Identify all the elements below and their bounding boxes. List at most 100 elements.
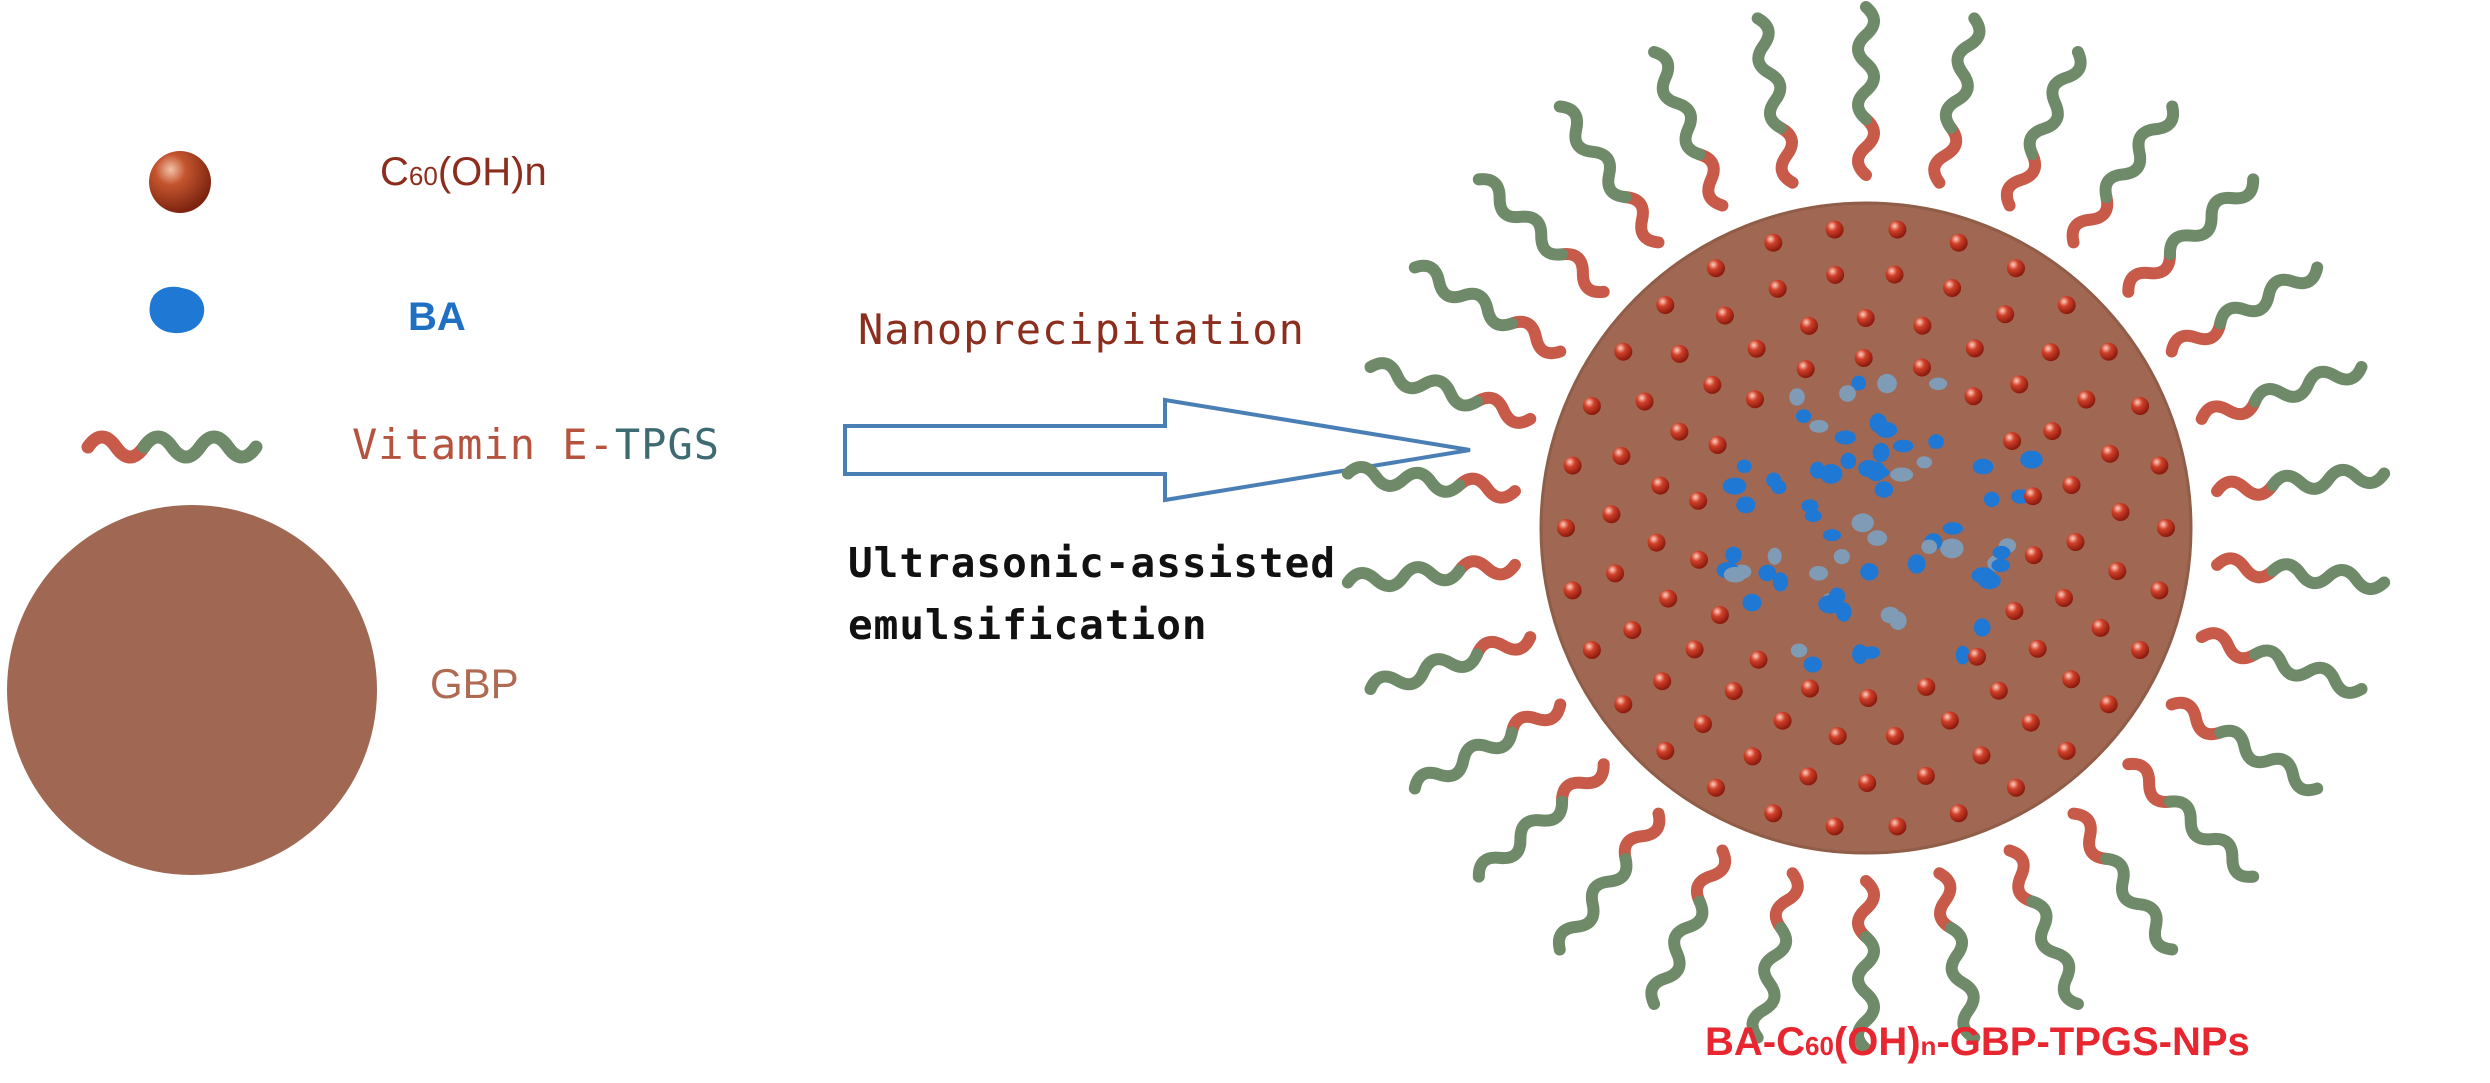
ba-blob — [1851, 513, 1874, 533]
c60-dot — [1582, 397, 1601, 415]
c60-dot — [2062, 476, 2081, 494]
c60-dot — [1764, 804, 1783, 823]
ba-blob — [1929, 377, 1948, 391]
tpgs-tail — [2122, 173, 2260, 298]
c60-dot — [2077, 390, 2096, 409]
c60-dot — [1690, 550, 1708, 569]
c60-dot — [2062, 670, 2081, 689]
ba-blob — [1991, 558, 2010, 573]
c60-dot — [1768, 279, 1787, 298]
c60-dot — [1708, 436, 1727, 454]
c60-dot — [1557, 519, 1575, 537]
c60-dot — [1989, 681, 2008, 700]
ba-blob-icon — [149, 286, 205, 334]
tpgs-tail — [2003, 844, 2084, 1010]
ba-blob — [1840, 452, 1857, 470]
c60-dot — [2041, 343, 2060, 362]
ba-blob — [1804, 509, 1822, 522]
c60-dot — [1916, 766, 1935, 785]
ba-blob — [1822, 529, 1842, 542]
c60-dot — [1796, 360, 1815, 379]
ba-blob — [1973, 618, 1991, 637]
legend-gbp-label: GBP — [430, 660, 519, 707]
c60-dot — [1685, 640, 1704, 659]
tpgs-tail — [1472, 758, 1610, 883]
c60-dot — [1801, 679, 1819, 698]
ba-blob — [1867, 530, 1888, 546]
c60-dot — [1606, 564, 1625, 583]
c60-dot — [1749, 650, 1768, 669]
c60-dot — [1715, 306, 1734, 325]
c60-dot — [1885, 265, 1904, 284]
c60-dot — [2099, 342, 2118, 361]
ba-blob — [1983, 491, 2000, 507]
tpgs-tail — [1746, 867, 1804, 1044]
tpgs-tail — [2165, 261, 2324, 358]
tpgs-tail — [1341, 555, 1521, 593]
c60-dot — [1710, 606, 1729, 624]
c60-dot — [2028, 639, 2047, 658]
c60-dot — [1612, 447, 1631, 465]
ba-blob — [1955, 645, 1970, 665]
tpgs-tail — [2067, 807, 2179, 956]
process-bottom-line1: Ultrasonic-assisted — [848, 539, 1336, 587]
tpgs-tail — [2000, 46, 2087, 212]
ba-blob — [1992, 545, 2011, 560]
ba-blob — [1892, 439, 1914, 453]
tpgs-tail — [2165, 696, 2324, 797]
c60-dot — [1825, 817, 1844, 836]
ba-blob — [1725, 546, 1742, 564]
c60-dot — [1670, 344, 1689, 363]
tpgs-tail — [2066, 100, 2180, 249]
tpgs-tail — [2195, 361, 2368, 425]
c60-dot — [1563, 581, 1582, 600]
ba-blob — [1916, 456, 1933, 469]
c60-dot — [1614, 342, 1633, 361]
tpgs-tail — [1751, 12, 1799, 189]
c60-dot — [1949, 233, 1968, 252]
c60-dot — [2024, 487, 2042, 506]
tpgs-tail — [1408, 259, 1567, 360]
c60-dot — [1773, 711, 1792, 730]
c60-dot — [1743, 747, 1762, 766]
c60-dot — [1602, 505, 1621, 524]
c60-dot — [2111, 503, 2130, 521]
c60-dot — [2010, 375, 2029, 394]
c60-dot — [2005, 602, 2024, 620]
c60-dot — [1826, 265, 1845, 284]
product-label: BA-C60(OH)n-GBP-TPGS-NPs — [1705, 1020, 2250, 1064]
ba-blob — [2020, 450, 2043, 469]
tpgs-tail — [2211, 463, 2391, 501]
c60-dot — [1799, 767, 1818, 786]
ba-blob — [1851, 375, 1866, 391]
c60-dot — [1913, 358, 1931, 377]
ba-blob — [1795, 409, 1812, 423]
ba-blob — [1819, 464, 1843, 484]
c60-dot — [2007, 778, 2025, 797]
c60-dot — [2131, 397, 2150, 415]
ba-blob — [1972, 458, 1994, 475]
c60-dot — [1614, 695, 1633, 714]
c60-dot — [1724, 682, 1743, 701]
c60-dot — [2003, 432, 2022, 450]
process-arrow — [843, 397, 1471, 503]
c60-dot — [1670, 422, 1689, 441]
tpgs-tail — [2195, 627, 2368, 699]
ba-blob — [1736, 459, 1752, 473]
c60-dot — [1689, 491, 1708, 510]
nanoparticle-product — [1341, 1, 2391, 1055]
ba-blob — [1874, 481, 1894, 498]
c60-dot — [1856, 309, 1875, 327]
tpgs-tail — [1933, 867, 1981, 1044]
c60-dot — [1964, 387, 1983, 406]
ba-blob — [1866, 461, 1887, 482]
c60-dot — [2091, 618, 2110, 637]
ba-blob — [1907, 554, 1926, 574]
ba-blob — [1772, 572, 1788, 592]
c60-dot — [1943, 279, 1962, 297]
ba-blob — [1789, 388, 1805, 406]
legend-tpgs-label: Vitamin E-TPGS — [352, 420, 721, 469]
c60-dot — [2099, 695, 2118, 714]
ba-blob — [1921, 539, 1938, 554]
